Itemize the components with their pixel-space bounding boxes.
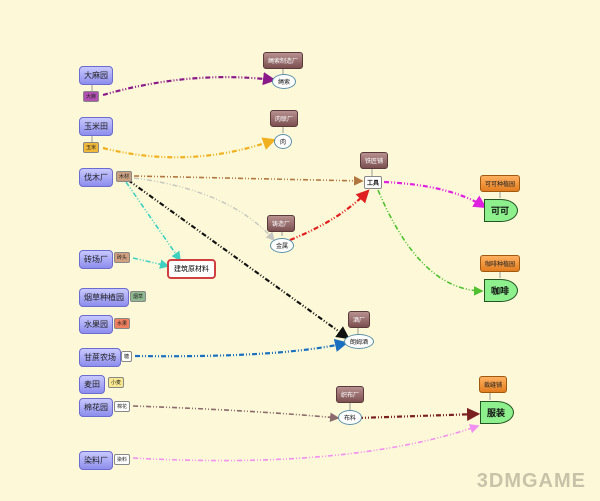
resource-corn: 玉米 — [83, 142, 100, 153]
arrow-dye-clothes — [132, 424, 480, 462]
factory-coffee-plantation[interactable]: 咖啡种植园 — [480, 255, 521, 272]
arrow-tools-cocoa — [383, 180, 487, 209]
arrow-wood-tools — [133, 175, 364, 186]
product-metal: 金属 — [270, 238, 295, 253]
resource-sugar: 糖 — [121, 351, 133, 362]
source-tobacco-plantation[interactable]: 烟草种植园 — [79, 288, 129, 307]
factory-tailor[interactable]: 裁缝铺 — [479, 376, 508, 393]
source-hemp-farm[interactable]: 大麻园 — [79, 66, 113, 85]
source-dye-factory[interactable]: 染料厂 — [79, 451, 113, 470]
factory-cocoa-plantation[interactable]: 可可种植园 — [480, 175, 521, 192]
arrow-wood-metal — [133, 177, 275, 242]
arrow-cotton-cloth — [132, 405, 340, 423]
source-brickyard[interactable]: 砖场厂 — [79, 250, 113, 269]
arrow-wood-bm — [125, 181, 181, 262]
source-lumber-mill[interactable]: 伐木厂 — [79, 168, 113, 187]
product-coffee: 咖啡 — [484, 279, 519, 302]
source-sugar-farm[interactable]: 甘蔗农场 — [79, 348, 121, 367]
product-meat: 肉 — [274, 134, 293, 149]
factory-blacksmith[interactable]: 铁匠铺 — [360, 152, 389, 169]
source-corn-field[interactable]: 玉米田 — [79, 117, 113, 136]
resource-fruit: 水果 — [114, 318, 131, 329]
arrow-brick-bm — [132, 257, 170, 269]
factory-meat[interactable]: 肉联厂 — [270, 110, 299, 127]
resource-wheat: 小麦 — [108, 377, 125, 388]
source-cotton-farm[interactable]: 棉花园 — [79, 398, 113, 417]
product-clothes: 服装 — [480, 401, 515, 424]
resource-hemp: 大麻 — [83, 91, 100, 102]
watermark: 3DMGAME — [476, 470, 586, 492]
product-cloth: 布料 — [338, 410, 363, 425]
resource-tobacco: 烟草 — [130, 291, 147, 302]
factory-rope[interactable]: 绳索制造厂 — [263, 52, 304, 69]
factory-foundry[interactable]: 铸造厂 — [267, 215, 296, 232]
arrow-sugar-rum — [134, 338, 349, 358]
resource-wood: 木材 — [116, 171, 133, 182]
resource-dye: 染料 — [114, 454, 131, 465]
arrow-metal-tools — [289, 189, 370, 242]
product-rum: 朗姆酒 — [344, 334, 375, 349]
source-wheat-field[interactable]: 麦田 — [79, 375, 105, 394]
product-rope: 绳索 — [272, 74, 297, 89]
resource-brick: 砖头 — [114, 252, 131, 263]
arrow-cloth-clothes — [357, 407, 481, 421]
source-orchard[interactable]: 水果园 — [79, 315, 113, 334]
arrow-tools-coffee — [377, 189, 484, 296]
factory-weaver[interactable]: 织布厂 — [336, 386, 365, 403]
factory-distillery[interactable]: 酒厂 — [348, 311, 371, 328]
building-materials: 建筑原材料 — [167, 259, 216, 279]
arrow-hemp-rope — [102, 72, 277, 97]
arrow-wood-rum — [127, 179, 350, 340]
resource-cotton: 棉花 — [114, 401, 131, 412]
product-cocoa: 可可 — [484, 199, 519, 222]
product-tools: 工具 — [364, 176, 383, 189]
arrow-corn-meat — [102, 137, 277, 159]
